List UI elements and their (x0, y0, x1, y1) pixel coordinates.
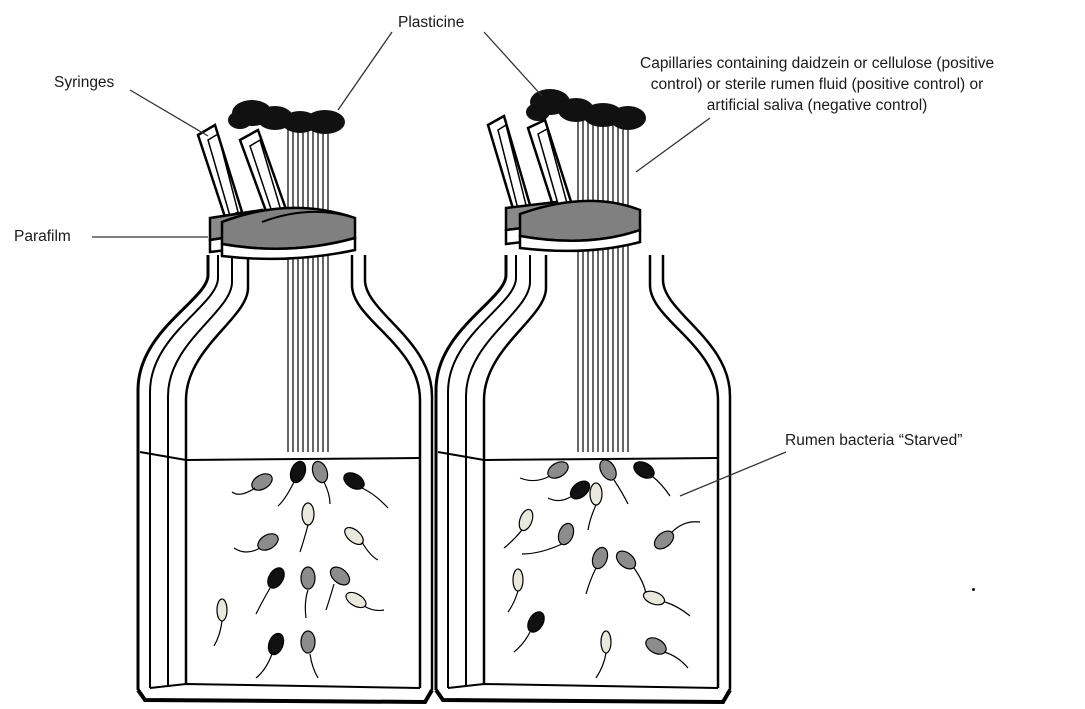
bacterium (596, 631, 611, 678)
syringes-right (488, 116, 573, 215)
bacterium (278, 459, 308, 506)
bottle-right (436, 89, 730, 702)
bacterium (504, 508, 535, 548)
bacterium (642, 589, 690, 616)
capillaries-right (578, 118, 628, 452)
bacterium (301, 631, 318, 678)
bacterium (310, 459, 331, 504)
label-parafilm: Parafilm (14, 226, 71, 247)
plasticine-left (228, 100, 345, 134)
bacterium (342, 524, 378, 560)
bacterium (508, 569, 523, 612)
bacterium (300, 503, 314, 552)
leader-plasticine-right (484, 32, 542, 96)
caps-right (506, 201, 640, 251)
bacterium (326, 564, 353, 610)
leader-plasticine-left (338, 32, 392, 110)
label-syringes: Syringes (54, 72, 114, 93)
label-capillaries-line2: control) or sterile rumen fluid (positiv… (640, 74, 994, 95)
bottle-left (138, 100, 432, 702)
label-plasticine: Plasticine (398, 12, 464, 33)
label-capillaries: Capillaries containing daidzein or cellu… (640, 53, 994, 116)
label-capillaries-line3: artificial saliva (negative control) (640, 95, 994, 116)
leader-capillaries (636, 118, 710, 172)
bacterium (256, 631, 286, 678)
caps-left (210, 208, 355, 259)
capillaries-left (288, 128, 328, 452)
bacterium (256, 565, 288, 614)
leader-syringes (130, 90, 208, 136)
label-capillaries-line1: Capillaries containing daidzein or cellu… (640, 53, 994, 74)
bacterium (214, 599, 227, 646)
bacterium (613, 548, 646, 594)
bacterium (301, 567, 315, 618)
bacterium (514, 609, 548, 652)
bacterium (588, 483, 602, 530)
bacterium (651, 522, 700, 553)
bacterium (586, 545, 610, 594)
stray-dot (972, 588, 975, 591)
syringes-left (198, 125, 288, 222)
bacterium (343, 589, 384, 610)
bacterium (232, 470, 275, 494)
bacteria-left (214, 459, 388, 678)
bacterium (631, 458, 670, 496)
bacterium (643, 634, 688, 668)
label-rumen-bacteria: Rumen bacteria “Starved” (785, 430, 962, 451)
bacterium (548, 478, 593, 503)
bacterium (341, 469, 388, 508)
bacteria-right (504, 457, 700, 678)
bacterium (520, 458, 571, 481)
bacterium (234, 530, 281, 553)
